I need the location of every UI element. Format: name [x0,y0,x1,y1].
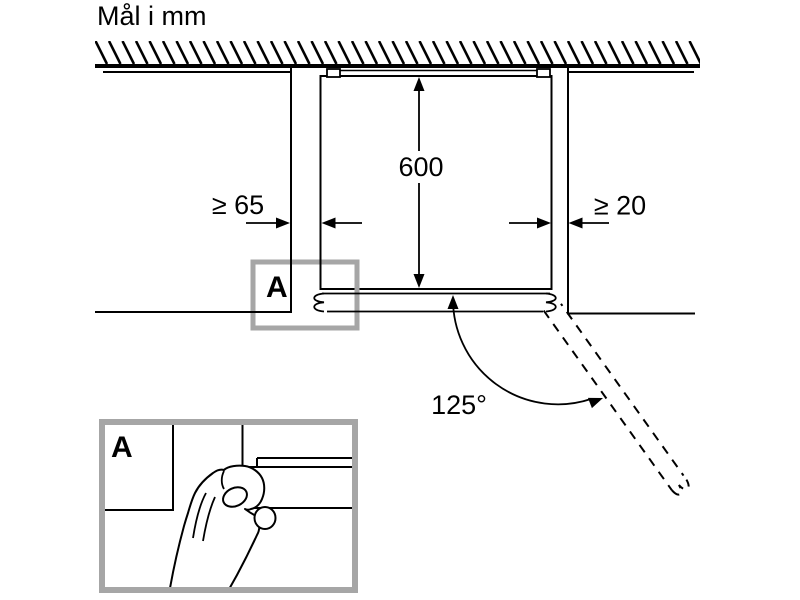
appliance-door-closed [313,292,557,313]
callout-label: A [266,271,288,304]
finger-line-1 [192,492,207,539]
arrow-left [568,217,583,229]
callout-frame [250,259,360,331]
rear-spacer-right [536,68,551,78]
detail-label: A [111,431,133,464]
rear-spacer-left [326,68,341,78]
door-angle-dimension: 125° [431,295,603,420]
arrow-right [537,217,551,229]
arrow-left [321,217,336,229]
arrow-up [413,77,425,91]
depth-dimension: 600 [398,77,444,288]
detail-cabinet [105,425,174,511]
appliance-outline [319,75,553,290]
diagram-title: Mål i mm [97,1,207,31]
right-clearance-value: ≥ 20 [594,191,646,221]
hand-illustration [169,464,277,587]
left-clearance-dimension: ≥ 65 [212,190,362,229]
arrow-down [413,274,425,288]
wall-hatching [95,41,700,64]
finger-line-2 [202,496,216,542]
door-break-right [545,292,557,313]
door-angle-value: 125° [431,390,487,420]
right-clearance-dimension: ≥ 20 [509,191,646,229]
thumb [253,506,277,530]
fingertip [222,486,248,508]
detail-frame [99,419,358,593]
detail-view: A [99,419,358,593]
door-break-left [313,292,325,313]
arrow-right [587,397,603,409]
appliance-door-open [542,303,690,496]
hand-outline [169,464,266,587]
open-door-end [670,479,690,496]
knuckle-line [220,470,225,490]
arrow-right [276,217,290,229]
arrow-up [447,295,459,309]
left-clearance-value: ≥ 65 [212,190,264,220]
depth-value: 600 [398,152,443,182]
